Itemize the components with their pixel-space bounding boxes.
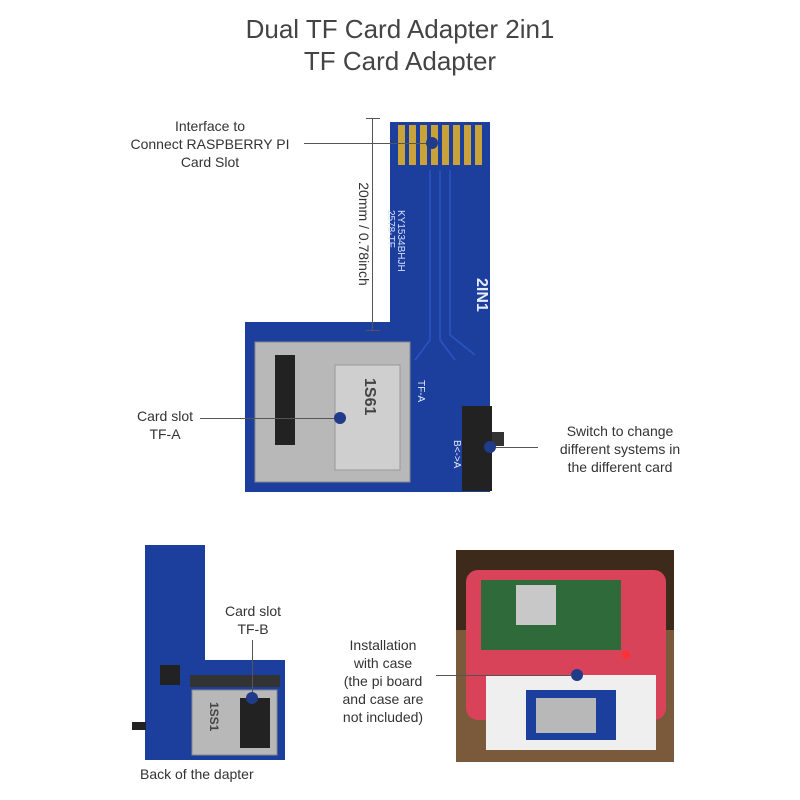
dimension-label: 20mm / 0.78inch: [356, 182, 372, 286]
board-switch-marking: B<->A: [451, 440, 462, 469]
board-serial: KY1534BHJH: [395, 210, 406, 272]
callout-switch-line-3: the different card: [567, 459, 673, 475]
callout-installation-line-5: not included): [342, 709, 424, 725]
callout-interface-dot: [426, 137, 438, 149]
page-subtitle: TF Card Adapter: [303, 46, 497, 76]
main-board-illustration: 2578-TF KY1534BHJH 2IN1 TF-A B<->A 1S61: [245, 122, 504, 492]
callout-card-slot-a-dot: [334, 412, 346, 424]
callout-card-slot-b: Card slot TF-B: [208, 602, 298, 638]
callout-installation-dot: [571, 669, 583, 681]
callout-card-slot-b-leader: [252, 640, 253, 695]
heatsink: [516, 585, 556, 625]
callout-card-slot-b-dot: [246, 692, 258, 704]
callout-card-slot-a-line-1: Card slot: [136, 408, 194, 424]
callout-interface-line-1: Interface to: [174, 118, 246, 134]
page-title: Dual TF Card Adapter 2in1: [245, 14, 555, 44]
callout-installation-line-1: Installation: [349, 637, 417, 653]
back-header: [190, 675, 280, 687]
callout-card-slot-b-line-1: Card slot: [224, 603, 282, 619]
board-slot-a-label: TF-A: [415, 380, 426, 403]
callout-switch-line-2: different systems in: [559, 441, 681, 457]
callout-installation-line-4: and case are: [342, 691, 424, 707]
callout-card-slot-a: Card slot TF-A: [115, 407, 215, 443]
slot-a-marking: 1S61: [361, 378, 378, 415]
back-switch: [132, 722, 146, 730]
callout-installation-leader: [436, 675, 572, 676]
callout-interface-line-3: Card Slot: [180, 154, 240, 170]
callout-switch: Switch to change different systems in th…: [530, 422, 710, 476]
callout-installation-line-2: with case: [353, 655, 413, 671]
callout-switch-leader: [490, 447, 538, 448]
callout-installation: Installation with case (the pi board and…: [328, 636, 438, 726]
back-chip: [160, 665, 180, 685]
installation-photo: [456, 550, 674, 762]
callout-card-slot-a-leader: [200, 418, 340, 419]
slot-b-marking: 1SS1: [207, 702, 221, 732]
dimension-line: [372, 118, 373, 330]
dimension-cap-top: [366, 118, 380, 119]
callout-switch-line-1: Switch to change: [566, 423, 674, 439]
dimension-cap-bottom: [366, 330, 380, 331]
callout-interface-leader: [304, 143, 432, 144]
back-board-illustration: 1SS1: [132, 545, 285, 760]
board-model: 2IN1: [473, 278, 490, 312]
pcb-traces: [414, 170, 476, 361]
callout-switch-dot: [484, 441, 496, 453]
callout-interface-line-2: Connect RASPBERRY PI: [130, 136, 290, 152]
back-pcb-tongue: [145, 545, 205, 680]
callout-card-slot-b-line-2: TF-B: [237, 621, 269, 637]
back-caption: Back of the dapter: [140, 766, 254, 782]
board-part-no: 2578-TF: [385, 210, 396, 248]
led-red: [622, 651, 630, 659]
callout-installation-line-3: (the pi board: [343, 673, 423, 689]
callout-card-slot-a-line-2: TF-A: [149, 426, 181, 442]
callout-interface: Interface to Connect RASPBERRY PI Card S…: [110, 117, 310, 171]
